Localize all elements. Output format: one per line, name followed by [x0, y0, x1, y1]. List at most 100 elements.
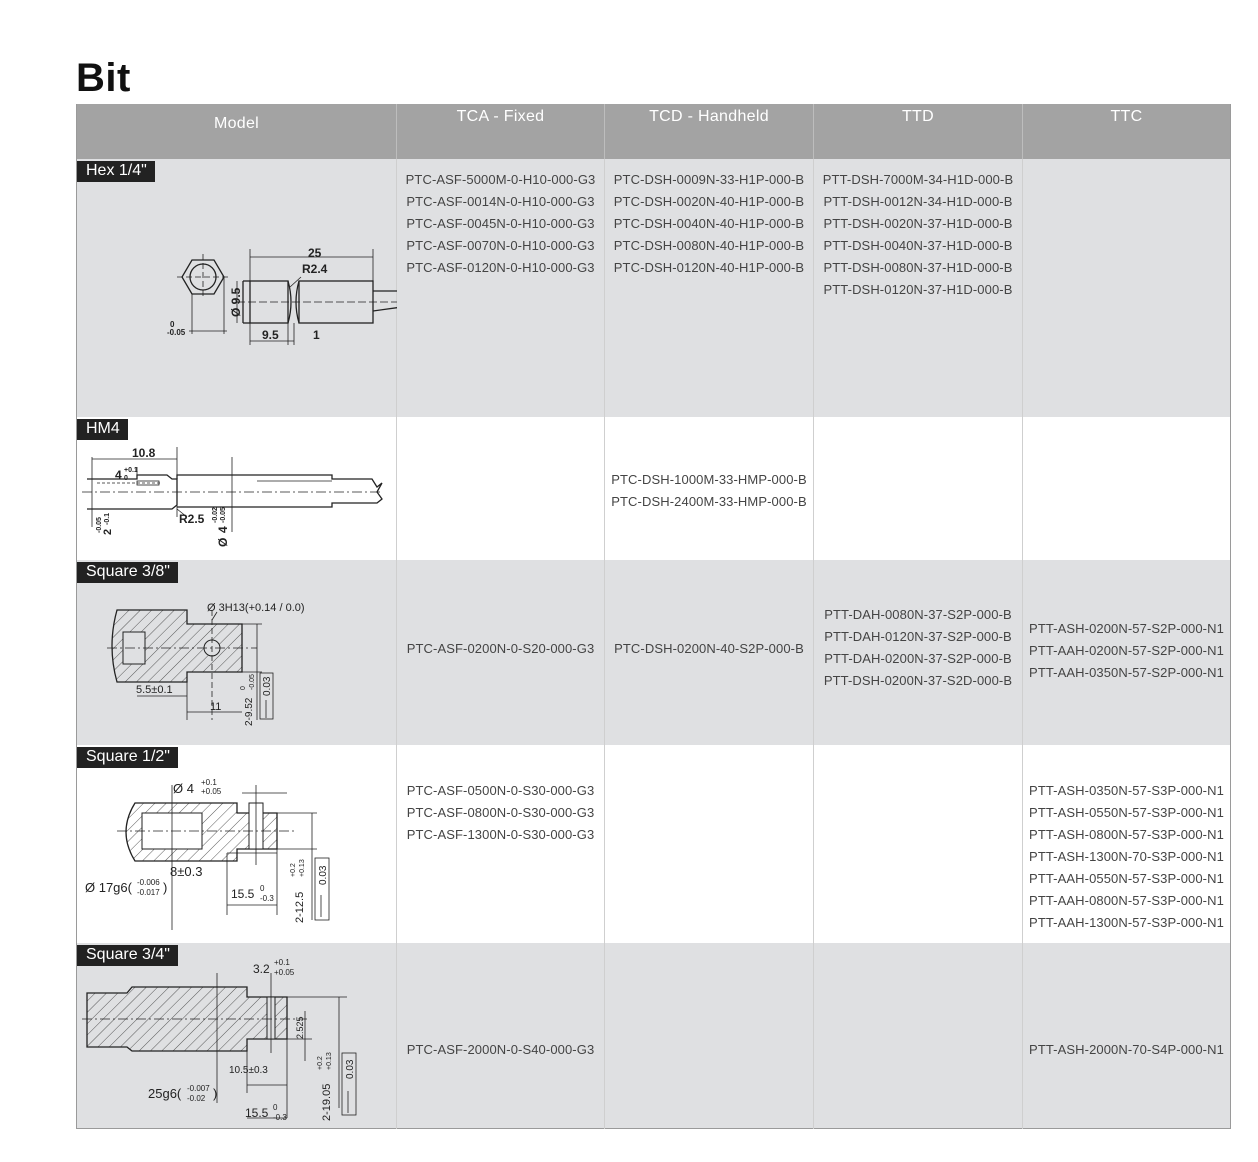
dim-label: -0.3: [273, 1113, 287, 1122]
hm4-bit-drawing: 10.8 4 +0.1 0 R2.5 2 -0.05 -0.1 Ø 4 -0.0…: [82, 446, 383, 547]
part-number: PTC-DSH-0120N-40-H1P-000-B: [613, 260, 805, 275]
part-number: PTC-ASF-0045N-0-H10-000-G3: [406, 216, 595, 231]
tca-cell: [396, 417, 605, 560]
part-number: PTT-AAH-0550N-57-S3P-000-N1: [1029, 871, 1224, 886]
dim-label: +0.05: [274, 968, 295, 977]
part-number: PTC-ASF-5000M-0-H10-000-G3: [405, 172, 596, 187]
dim-label: Ø 4: [173, 781, 194, 796]
table-row: HM4: [76, 417, 1231, 560]
hex-bit-drawing: 25 R2.4 Ø 9.5 9.5 1 0 -0.05: [167, 246, 397, 345]
part-number: PTC-DSH-2400M-33-HMP-000-B: [611, 494, 807, 509]
dim-label: +0.2: [317, 1056, 324, 1070]
dim-label: -0.007: [187, 1084, 210, 1093]
tcd-list: PTC-DSH-0200N-40-S2P-000-B: [605, 560, 813, 660]
dim-label: +0.1: [274, 958, 290, 967]
dim-label: 2-19.05: [321, 1084, 333, 1121]
model-tag-square-3-8: Square 3/8": [77, 562, 178, 583]
bit-spec-table: Model TCA - Fixed TCD - Handheld TTD TTC…: [76, 104, 1231, 1129]
square-3-4-drawing: 3.2 +0.1 +0.05 2.525 10.5±0.3 25g6( -0.0…: [82, 958, 357, 1122]
part-number: PTT-DSH-0040N-37-H1D-000-B: [823, 238, 1013, 253]
part-number: PTT-ASH-0800N-57-S3P-000-N1: [1029, 827, 1224, 842]
dim-label: ): [213, 1086, 217, 1101]
tcd-cell: PTC-DSH-0009N-33-H1P-000-B PTC-DSH-0020N-…: [604, 159, 814, 417]
tcd-cell: PTC-DSH-0200N-40-S2P-000-B: [604, 560, 814, 745]
part-number: PTT-DAH-0200N-37-S2P-000-B: [824, 651, 1012, 666]
square-3-8-drawing: Ø 3H13(+0.14 / 0.0) 5.5±0.1 11 2-9.52 0 …: [107, 602, 305, 726]
part-number: PTC-DSH-0009N-33-H1P-000-B: [613, 172, 805, 187]
model-tag-hm4: HM4: [77, 419, 128, 440]
header-ttc: TTC: [1022, 104, 1231, 159]
dim-label: 2-9.52: [244, 697, 255, 726]
tca-list: PTC-ASF-2000N-0-S40-000-G3: [397, 943, 604, 1061]
part-number: PTT-ASH-0550N-57-S3P-000-N1: [1029, 805, 1224, 820]
dim-label: -0.02: [187, 1094, 206, 1103]
dim-label: 10.5±0.3: [229, 1065, 268, 1076]
dim-label: Ø 3H13(+0.14 / 0.0): [207, 602, 305, 614]
dim-label: R2.5: [179, 512, 205, 526]
dim-label: 9.5: [262, 328, 279, 342]
dim-label: 1: [313, 328, 320, 342]
part-number: PTC-DSH-0200N-40-S2P-000-B: [614, 641, 804, 656]
dim-label: 11: [210, 701, 221, 713]
tcd-cell: [604, 745, 814, 943]
part-number: PTT-DAH-0120N-37-S2P-000-B: [824, 629, 1012, 644]
part-number: PTC-ASF-0014N-0-H10-000-G3: [406, 194, 595, 209]
dim-label: -0.05: [220, 507, 227, 523]
dim-label: 0.03: [262, 676, 273, 696]
dim-label: 2.525: [295, 1016, 305, 1039]
ttc-cell: [1022, 417, 1231, 560]
table-row: Square 1/2": [76, 745, 1231, 943]
dim-label: 4: [216, 526, 230, 533]
part-number: PTT-DSH-0020N-37-H1D-000-B: [823, 216, 1013, 231]
dim-label: -0.017: [137, 888, 160, 897]
header-tca: TCA - Fixed: [396, 104, 605, 159]
part-number: PTT-ASH-0350N-57-S3P-000-N1: [1029, 783, 1224, 798]
dim-label: +0.13: [299, 859, 306, 877]
dim-label: 5.5±0.1: [136, 684, 173, 696]
dim-label: Ø: [216, 538, 230, 547]
dim-label: -0.006: [137, 878, 160, 887]
dim-label: -0.05: [167, 328, 186, 337]
dim-label: +0.05: [201, 787, 222, 796]
ttc-list: [1023, 159, 1230, 169]
model-cell-square-1-2: Square 1/2": [76, 745, 397, 943]
part-number: PTC-ASF-0200N-0-S20-000-G3: [406, 641, 595, 656]
part-number: PTT-AAH-0350N-57-S2P-000-N1: [1029, 665, 1224, 680]
dim-label: +0.13: [326, 1052, 333, 1070]
part-number: PTC-DSH-0020N-40-H1P-000-B: [613, 194, 805, 209]
dim-label: 0.03: [318, 865, 329, 885]
tcd-cell: [604, 943, 814, 1128]
part-number: PTC-ASF-0800N-0-S30-000-G3: [406, 805, 595, 820]
part-number: PTC-ASF-0070N-0-H10-000-G3: [406, 238, 595, 253]
square-1-2-drawing: Ø 4 +0.1 +0.05 8±0.3 Ø 17g6( -0.006 -0.0…: [85, 778, 330, 930]
model-tag-square-3-4: Square 3/4": [77, 945, 178, 966]
part-number: PTT-DSH-0200N-37-S2D-000-B: [823, 673, 1013, 688]
dim-label: -0.1: [104, 513, 111, 525]
dim-label: Ø 17g6(: [85, 880, 133, 895]
dim-label: 25g6(: [148, 1086, 182, 1101]
part-number: PTT-AAH-0800N-57-S3P-000-N1: [1029, 893, 1224, 908]
ttc-cell: PTT-ASH-2000N-70-S4P-000-N1: [1022, 943, 1231, 1128]
part-number: PTC-ASF-1300N-0-S30-000-G3: [406, 827, 595, 842]
table-row: Square 3/8": [76, 560, 1231, 745]
part-number: PTT-AAH-0200N-57-S2P-000-N1: [1029, 643, 1224, 658]
part-number: PTC-DSH-0040N-40-H1P-000-B: [613, 216, 805, 231]
model-cell-square-3-8: Square 3/8": [76, 560, 397, 745]
page-title: Bit: [76, 56, 131, 100]
ttd-cell: [813, 417, 1023, 560]
part-number: PTT-DSH-0080N-37-H1D-000-B: [823, 260, 1013, 275]
part-number: PTT-DSH-7000M-34-H1D-000-B: [822, 172, 1014, 187]
model-cell-hex: Hex 1/4": [76, 159, 397, 417]
header-model: Model: [76, 104, 397, 159]
dim-label: 0.03: [345, 1059, 356, 1079]
